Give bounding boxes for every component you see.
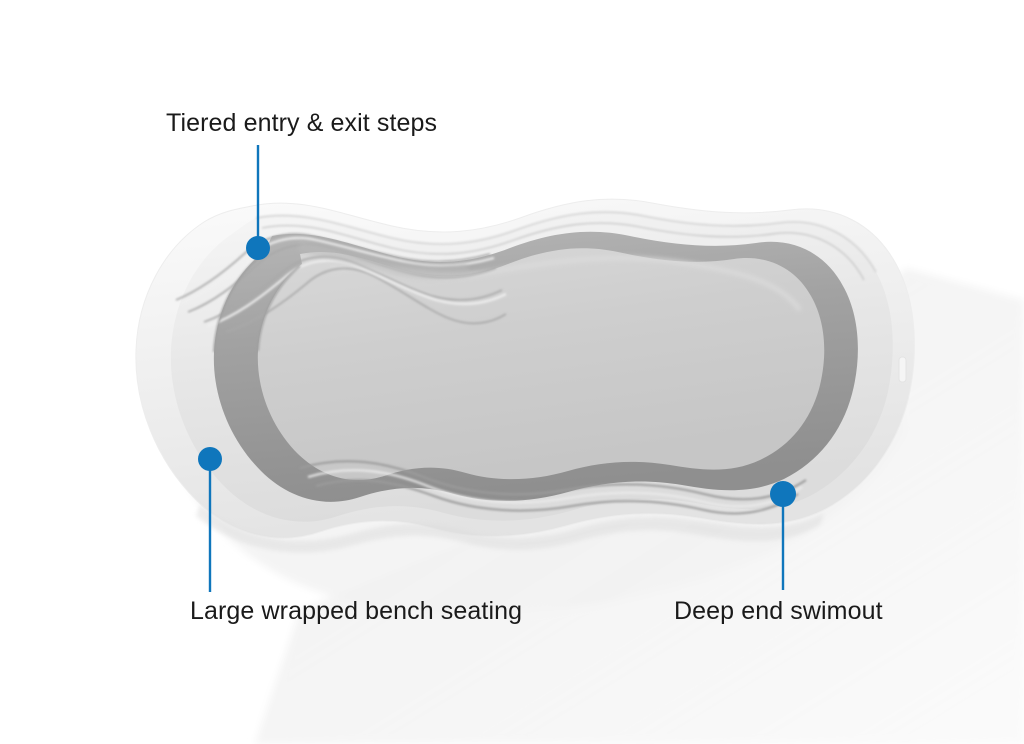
shell-contact-shadow <box>196 505 824 553</box>
callout-label-tiered-entry-exit-steps: Tiered entry & exit steps <box>166 109 438 137</box>
callout-label-large-wrapped-bench-seating: Large wrapped bench seating <box>190 597 523 625</box>
callout-dot-steps[interactable] <box>246 236 270 260</box>
callout-dot-bench[interactable] <box>198 447 222 471</box>
callout-label-deep-end-swimout: Deep end swimout <box>674 597 883 625</box>
deep-end-swimout-ledge <box>299 460 807 515</box>
swimout-ledge-highlight <box>307 469 803 508</box>
callout-tiered-entry-exit-steps[interactable] <box>246 145 270 260</box>
callout-deep-end-swimout[interactable] <box>770 481 796 590</box>
callout-dot-swimout[interactable] <box>770 481 796 507</box>
skimmer-notch <box>898 356 907 383</box>
step-riser-shading <box>298 240 470 279</box>
callout-large-wrapped-bench-seating[interactable] <box>198 447 222 592</box>
